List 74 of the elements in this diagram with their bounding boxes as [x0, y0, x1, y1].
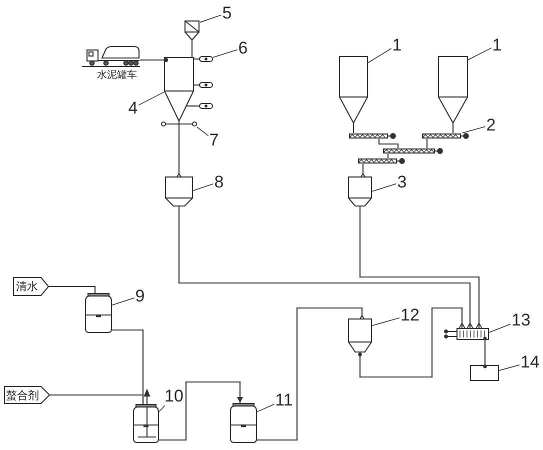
callout-number: 10 — [164, 388, 184, 404]
callout-number: 4 — [128, 100, 138, 116]
leader-line — [368, 48, 392, 64]
level-gauge — [199, 82, 213, 88]
leader-line — [138, 92, 164, 106]
callout-number: 13 — [512, 312, 530, 328]
pipe-line — [191, 44, 193, 57]
silo — [438, 56, 468, 123]
callout-number: 1 — [392, 36, 402, 54]
leader-line — [200, 14, 222, 23]
truck-label: 水泥罐车 — [97, 70, 137, 82]
leader-line — [468, 48, 492, 60]
screw-conveyor — [349, 133, 396, 139]
callout-number: 9 — [135, 288, 145, 304]
callout-number: 3 — [397, 174, 407, 190]
pipe-line — [140, 59, 164, 61]
callout-number: 11 — [275, 392, 293, 408]
pipe-line — [257, 307, 363, 441]
screw-conveyor — [383, 148, 443, 154]
callout-number: 8 — [214, 174, 224, 190]
leader-line — [372, 318, 400, 326]
screw-conveyor — [422, 133, 469, 139]
pipe-line — [484, 340, 486, 365]
leader-line — [488, 324, 511, 333]
pipe-line — [352, 123, 354, 133]
pipe-line — [50, 394, 144, 404]
pipe-line — [387, 154, 389, 158]
callout-number: 12 — [400, 306, 420, 324]
level-gauge — [199, 103, 213, 109]
screw-conveyor — [358, 158, 405, 164]
callout-number: 1 — [492, 36, 502, 54]
dust-filter — [184, 20, 200, 44]
pipe-line — [159, 381, 243, 441]
valve — [161, 121, 197, 127]
hopper — [348, 173, 372, 210]
level-gauge — [199, 56, 213, 62]
hopper — [165, 173, 193, 210]
callout-number: 7 — [209, 132, 219, 148]
tank — [133, 404, 159, 443]
pipe-line — [178, 210, 474, 328]
pipe-line — [362, 164, 364, 173]
silo — [164, 57, 194, 121]
pipe-line — [194, 84, 199, 86]
leader-line — [498, 364, 520, 371]
leader-line — [212, 49, 238, 58]
tank — [230, 403, 257, 443]
pipe-line — [452, 123, 454, 133]
leader-line — [462, 126, 486, 134]
inlet-tag: 清水 — [13, 277, 49, 296]
leader-line — [158, 405, 166, 412]
tank — [85, 293, 112, 333]
pipe-line — [426, 139, 428, 148]
callout-number: 5 — [222, 4, 232, 22]
silo — [339, 56, 368, 123]
leader-line — [112, 297, 135, 306]
pipe-line — [178, 127, 180, 173]
pipe-line — [378, 139, 399, 148]
pipe-line — [359, 307, 466, 378]
manifold — [444, 328, 489, 340]
pipe-line — [194, 58, 199, 60]
cyclone — [348, 315, 372, 356]
leader-line — [256, 404, 275, 412]
inlet-tag: 螯合剂 — [4, 386, 50, 404]
callout-number: 14 — [520, 354, 540, 370]
leader-line — [192, 184, 214, 192]
pipe-line — [194, 105, 199, 107]
pipe-line — [49, 286, 96, 293]
leader-line — [372, 183, 397, 192]
pipe-line — [359, 210, 482, 328]
storage-bin — [470, 365, 499, 381]
callout-number: 2 — [486, 116, 496, 134]
callout-number: 6 — [238, 40, 248, 56]
truck-drawing — [82, 45, 140, 67]
leader-line — [196, 126, 209, 136]
